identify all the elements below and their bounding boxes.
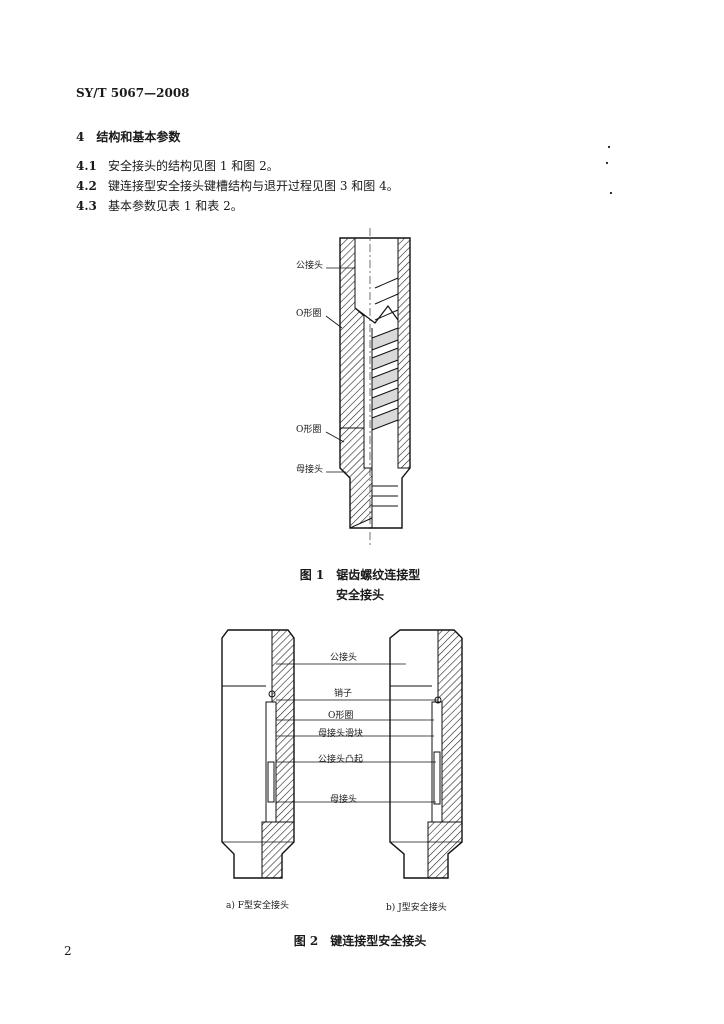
fig2-label-oring: O形圈	[328, 711, 354, 721]
fig1-label-male: 公接头	[296, 261, 324, 271]
clause-number: 4.3	[76, 199, 97, 213]
clause-4-1: 4.1 安全接头的结构见图 1 和图 2。	[76, 157, 279, 174]
section-title: 4 结构和基本参数	[76, 130, 181, 144]
fig2-subcaption-a: a) F型安全接头	[226, 901, 289, 911]
scan-speck	[610, 192, 612, 194]
fig2-label-male-boss: 公接头凸起	[318, 755, 364, 765]
fig2-label-female: 母接头	[330, 795, 358, 805]
clause-4-3: 4.3 基本参数见表 1 和表 2。	[76, 197, 243, 214]
clause-text: 键连接型安全接头键槽结构与退开过程见图 3 和图 4。	[108, 179, 399, 193]
clause-text: 安全接头的结构见图 1 和图 2。	[108, 159, 279, 173]
scan-speck	[606, 162, 608, 164]
scan-speck	[608, 146, 610, 148]
fig2-label-female-slot: 母接头滑块	[318, 729, 364, 739]
standard-code-header: SY/T 5067—2008	[76, 86, 190, 100]
clause-text: 基本参数见表 1 和表 2。	[108, 199, 243, 213]
j-type-drawing	[389, 629, 463, 879]
clause-number: 4.2	[76, 179, 97, 193]
fig2-label-pin: 销子	[334, 689, 353, 699]
fig1-label-female: 母接头	[296, 465, 324, 475]
clause-4-2: 4.2 键连接型安全接头键槽结构与退开过程见图 3 和图 4。	[76, 177, 399, 194]
page-number: 2	[64, 944, 72, 958]
fig2-label-male: 公接头	[330, 653, 358, 663]
figure1-drawing	[325, 228, 411, 546]
f-type-drawing	[221, 629, 295, 879]
figure2-drawing	[221, 629, 463, 879]
figure1-caption-line1: 图 1 锯齿螺纹连接型	[299, 568, 421, 582]
figure1-caption-line2: 安全接头	[335, 588, 384, 602]
fig2-subcaption-b: b) J型安全接头	[386, 903, 447, 913]
figure2-caption: 图 2 键连接型安全接头	[293, 934, 427, 948]
clause-number: 4.1	[76, 159, 97, 173]
fig1-label-oring-top: O形圈	[296, 309, 322, 319]
fig1-label-oring-bottom: O形圈	[296, 425, 322, 435]
